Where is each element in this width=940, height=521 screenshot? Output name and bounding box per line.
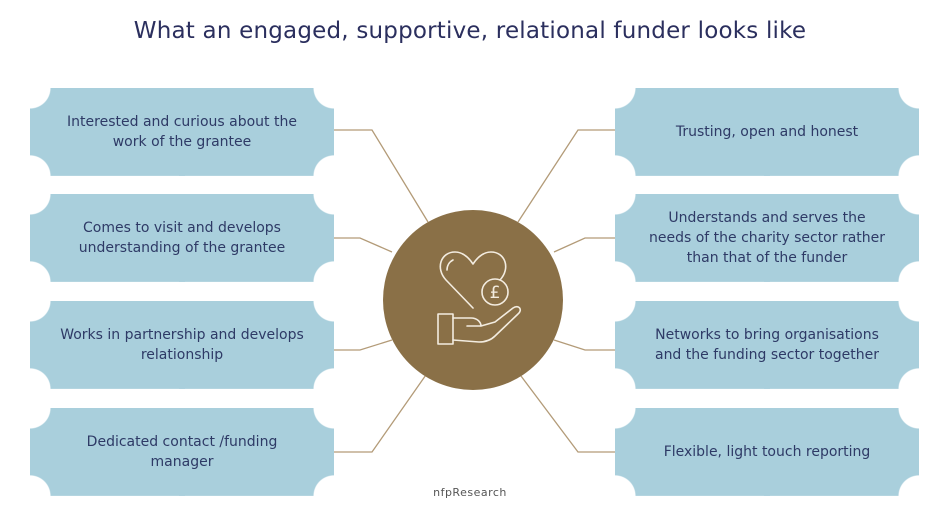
connector-left-3 [334, 339, 393, 351]
page-title: What an engaged, supportive, relational … [133, 18, 807, 44]
left-item-3: Works in partnership and develops relati… [30, 301, 334, 389]
connector-right-3 [553, 339, 615, 351]
left-item-2: Comes to visit and develops understandin… [30, 194, 334, 282]
left-item-1: Interested and curious about the work of… [30, 88, 334, 176]
connector-left-1 [334, 129, 429, 223]
center-hub: £ [383, 210, 563, 390]
left-item-4: Dedicated contact /funding manager [30, 408, 334, 496]
svg-text:£: £ [490, 283, 501, 303]
connector-left-4 [334, 371, 429, 453]
hand-heart-pound-icon: £ [437, 251, 521, 345]
right-item-3: Networks to bring organisations and the … [615, 301, 919, 389]
footer-brand: nfpResearch [433, 486, 507, 499]
connector-right-1 [517, 129, 615, 223]
right-item-4: Flexible, light touch reporting [615, 408, 919, 496]
right-item-2: Understands and serves the needs of the … [615, 194, 919, 282]
right-item-1: Trusting, open and honest [615, 88, 919, 176]
connector-left-2 [334, 237, 393, 253]
connector-right-4 [517, 371, 615, 453]
connector-right-2 [553, 237, 615, 253]
